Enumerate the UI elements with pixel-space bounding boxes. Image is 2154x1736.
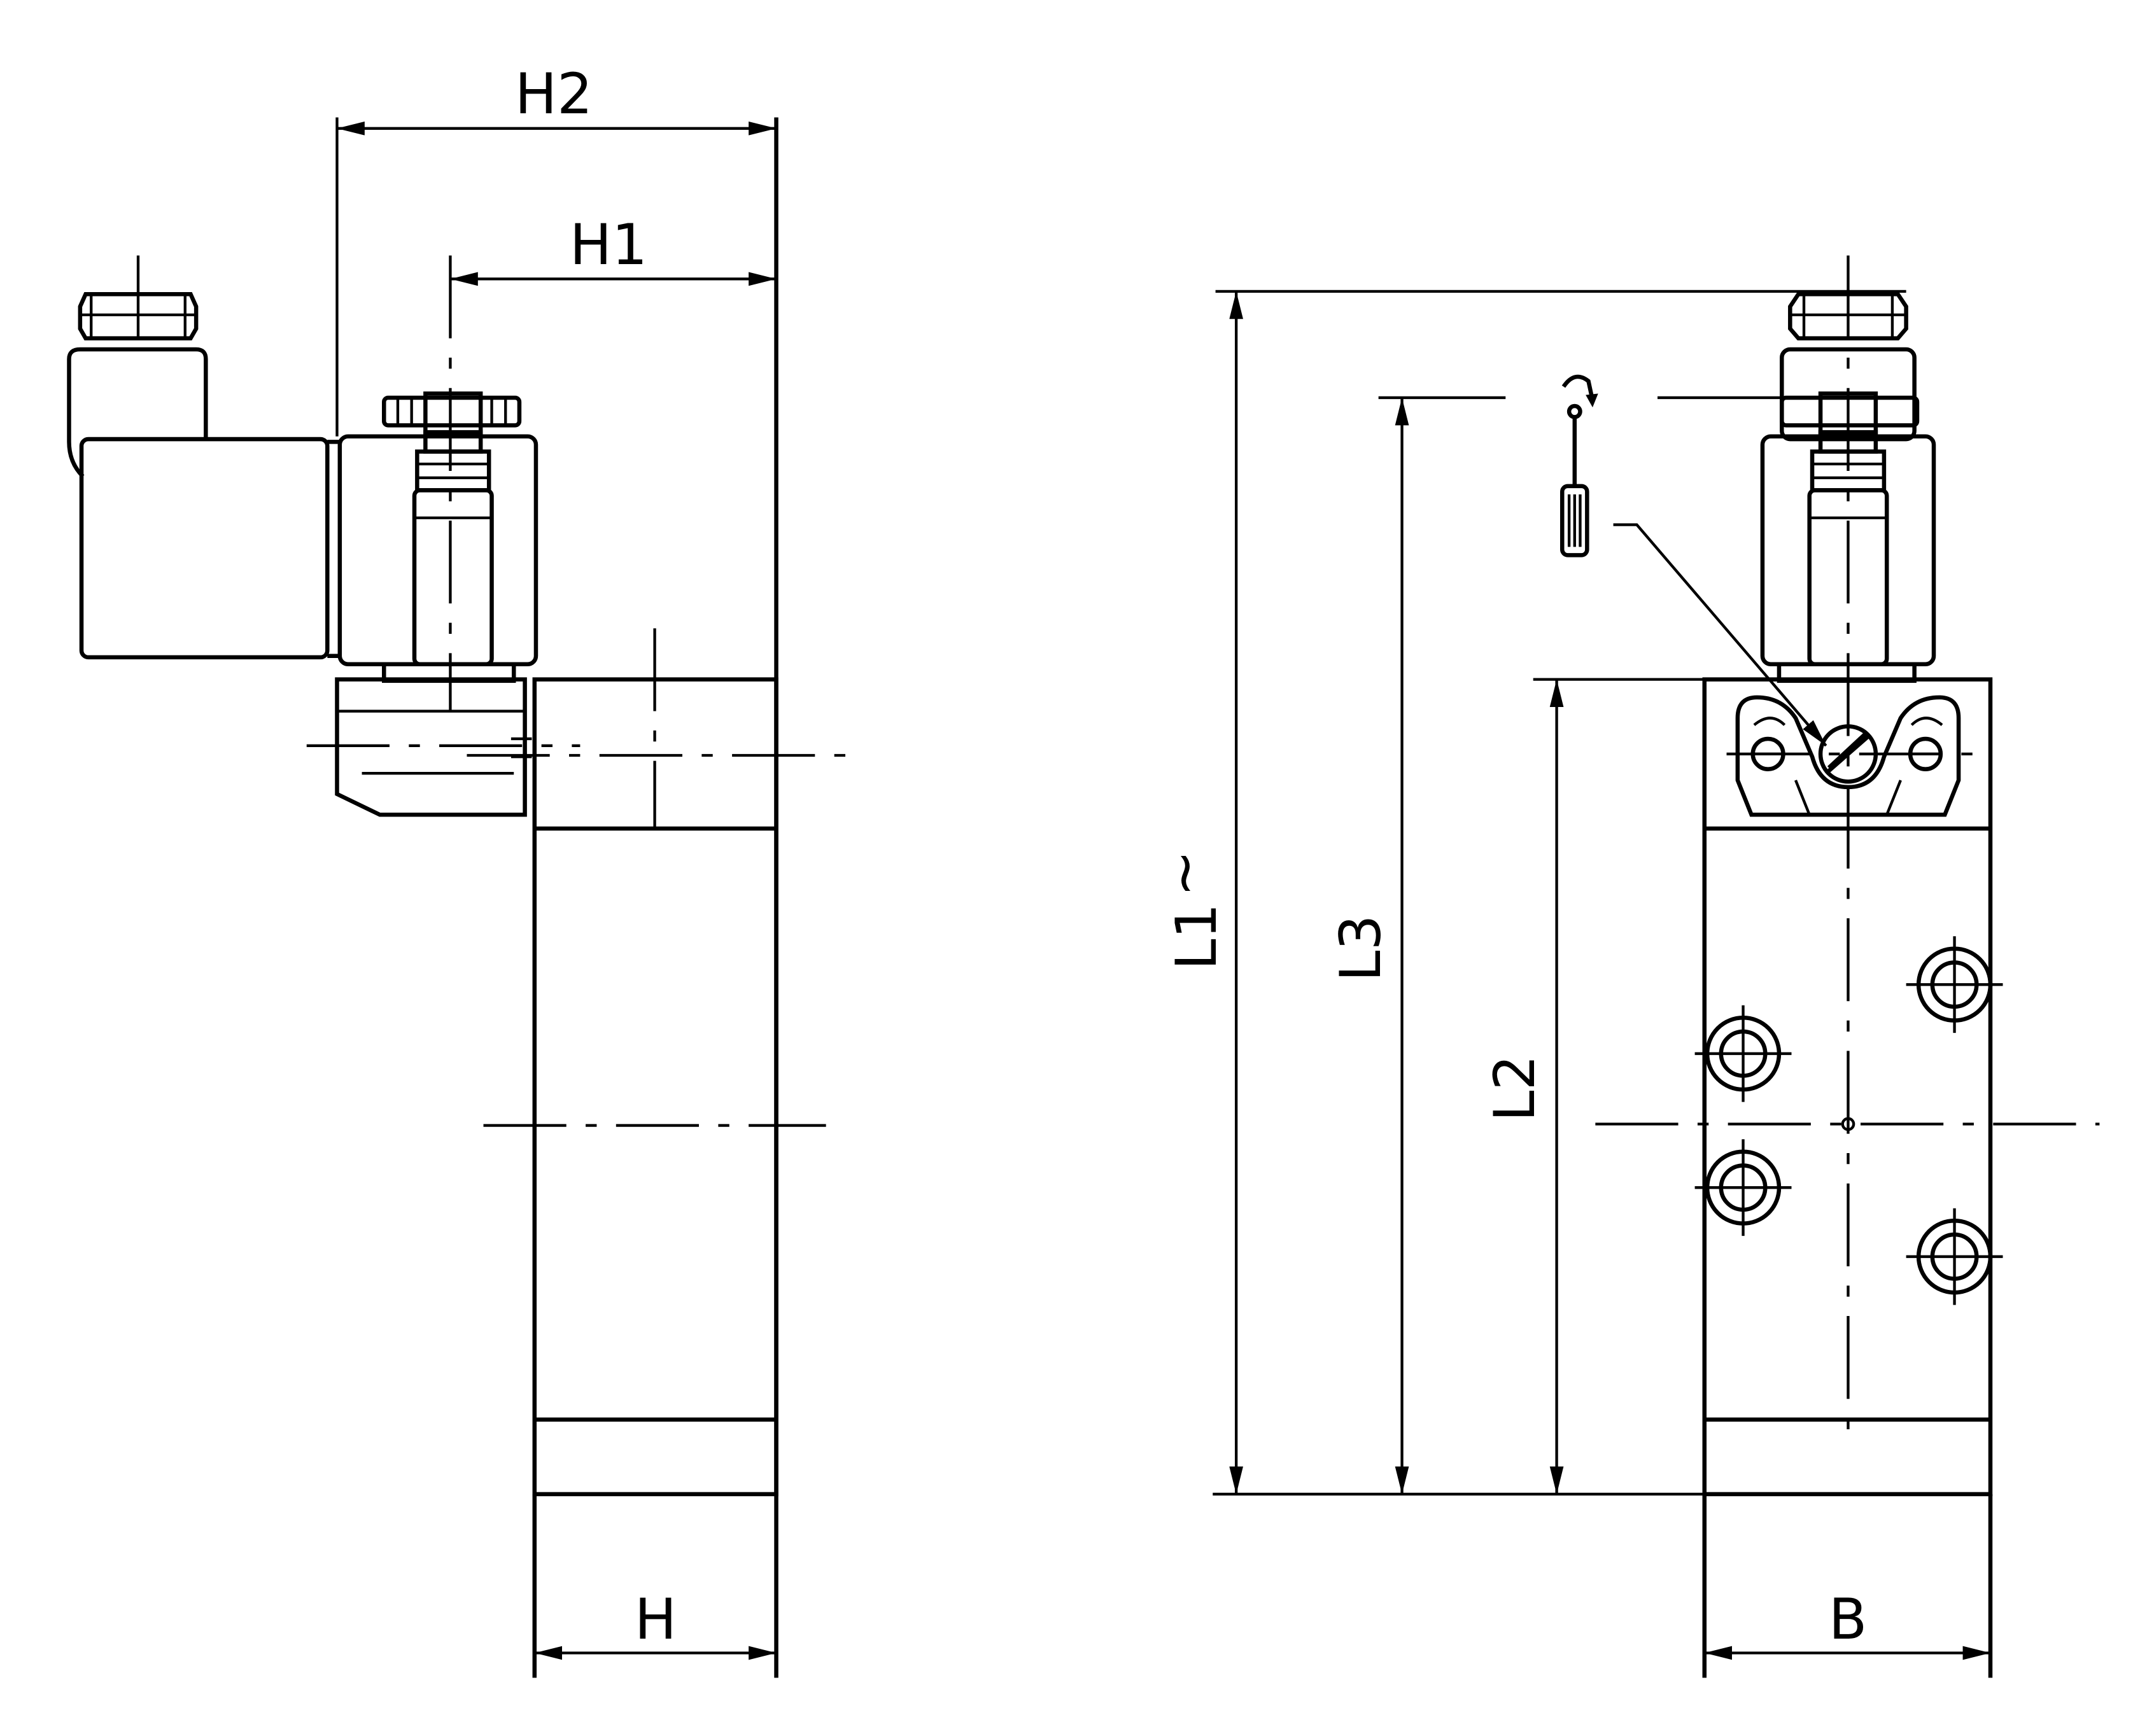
rotation-arrow-icon [1561,374,1598,408]
front-view [1213,255,2100,1678]
solenoid-body [337,434,538,667]
side-view [67,117,846,1678]
mounting-hole-4 [1906,1208,2003,1305]
coil-plug [79,437,330,660]
clamp-plate [1735,695,1961,817]
dim-l2: L2 [1482,1054,1547,1121]
dim-h1: H1 [570,212,647,277]
dim-l3: L3 [1328,914,1393,981]
dim-l1: L1~ [1151,850,1229,970]
mounting-hole-2 [1694,1005,1792,1102]
screwdriver-icon [1560,403,1589,557]
dim-b: B [1829,1586,1867,1652]
dim-h2: H2 [515,61,593,127]
dim-h: H [635,1586,677,1652]
mounting-hole-3 [1694,1139,1792,1236]
mounting-hole-1 [1906,936,2003,1033]
